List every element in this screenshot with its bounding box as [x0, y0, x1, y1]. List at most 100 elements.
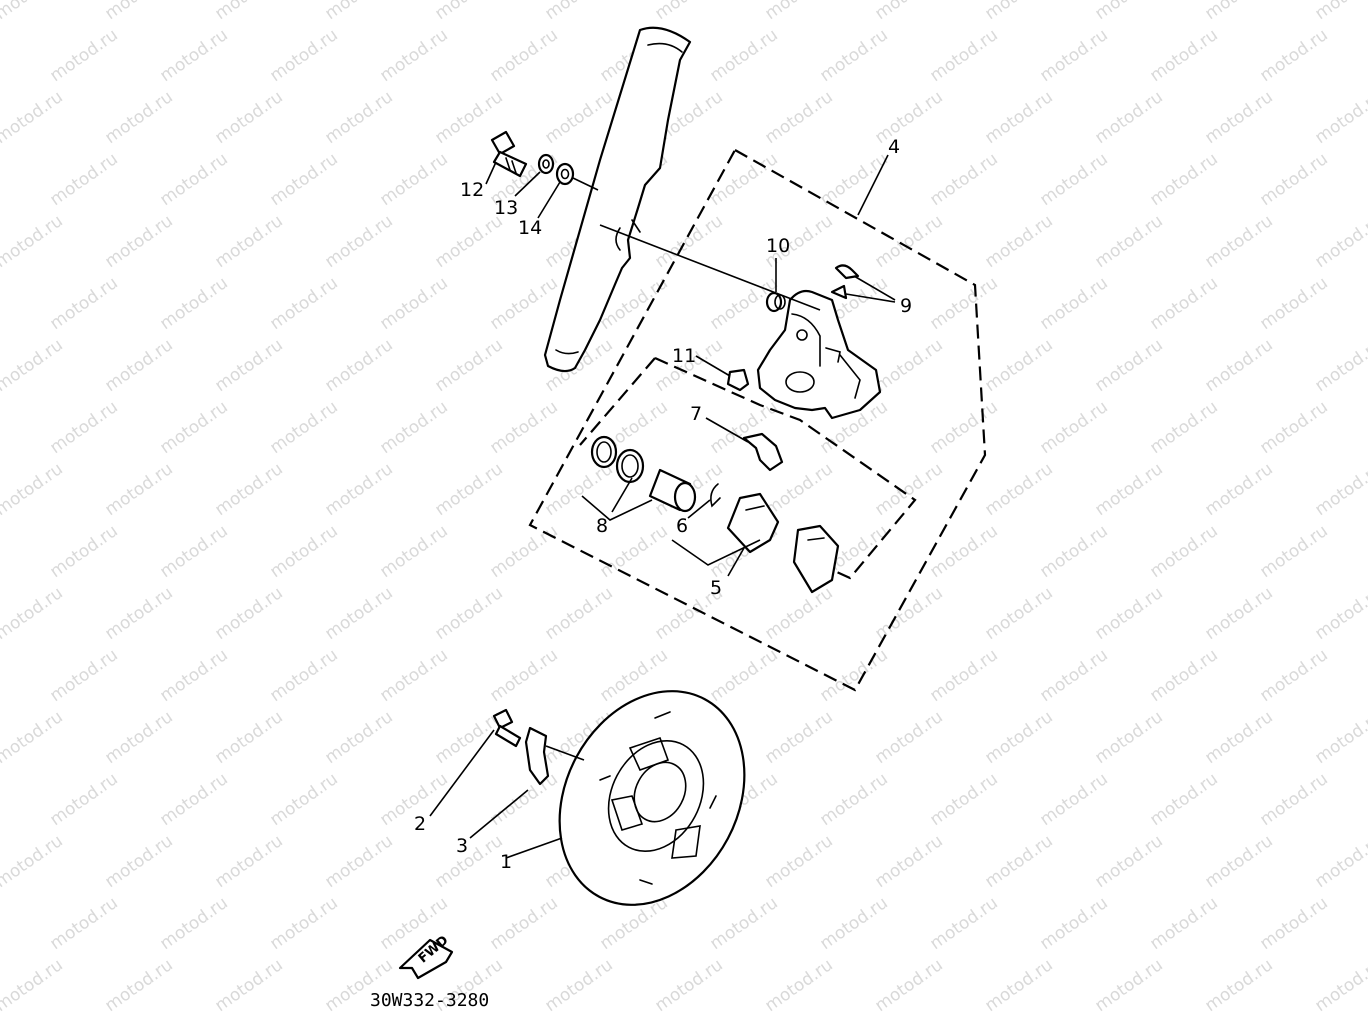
watermark-text: motod.ru — [981, 583, 1056, 644]
callout-12: 12 — [460, 179, 484, 201]
watermark-text: motod.ru — [101, 0, 176, 24]
watermark-text: motod.ru — [1311, 707, 1368, 768]
watermark-text: motod.ru — [211, 335, 286, 396]
watermark-text: motod.ru — [871, 335, 946, 396]
watermark-text: motod.ru — [0, 0, 67, 24]
watermark-text: motod.ru — [761, 0, 836, 24]
watermark-text: motod.ru — [1091, 335, 1166, 396]
watermark-text: motod.ru — [1036, 25, 1111, 86]
watermark-text: motod.ru — [871, 831, 946, 892]
watermark-text: motod.ru — [981, 955, 1056, 1016]
watermark-text: motod.ru — [156, 149, 231, 210]
leader-lines — [429, 154, 896, 859]
watermark-text: motod.ru — [266, 521, 341, 582]
watermark-text: motod.ru — [156, 25, 231, 86]
watermark-text: motod.ru — [376, 25, 451, 86]
callout-13: 13 — [494, 197, 518, 219]
watermark-text: motod.ru — [1146, 273, 1221, 334]
washer-13 — [537, 153, 555, 175]
watermark-text: motod.ru — [981, 335, 1056, 396]
watermark-text: motod.ru — [1256, 521, 1331, 582]
caliper-body — [756, 289, 882, 420]
watermark-text: motod.ru — [101, 335, 176, 396]
bleed-screw-9 — [830, 264, 860, 300]
pad-spring-7 — [742, 432, 784, 472]
watermark-text: motod.ru — [486, 521, 561, 582]
watermark-text: motod.ru — [926, 149, 1001, 210]
watermark-text: motod.ru — [1311, 87, 1368, 148]
watermark-text: motod.ru — [1146, 149, 1221, 210]
watermark-text: motod.ru — [266, 397, 341, 458]
watermark-text: motod.ru — [1256, 397, 1331, 458]
watermark-text: motod.ru — [1311, 831, 1368, 892]
watermark-text: motod.ru — [431, 335, 506, 396]
watermark-text: motod.ru — [1091, 211, 1166, 272]
washer-14 — [555, 162, 575, 186]
watermark-text: motod.ru — [926, 273, 1001, 334]
watermark-text: motod.ru — [981, 211, 1056, 272]
caliper-assembly-boundary — [528, 148, 987, 692]
watermark-text: motod.ru — [431, 459, 506, 520]
callout-7: 7 — [690, 403, 702, 425]
watermark-text: motod.ru — [926, 769, 1001, 830]
watermark-text: motod.ru — [981, 459, 1056, 520]
watermark-text: motod.ru — [211, 87, 286, 148]
watermark-text: motod.ru — [431, 0, 506, 24]
watermark-text: motod.ru — [431, 831, 506, 892]
callout-11: 11 — [672, 345, 696, 367]
watermark-text: motod.ru — [46, 769, 121, 830]
watermark-text: motod.ru — [321, 459, 396, 520]
watermark-text: motod.ru — [706, 893, 781, 954]
watermark-text: motod.ru — [46, 149, 121, 210]
callout-6: 6 — [676, 515, 688, 537]
watermark-text: motod.ru — [871, 583, 946, 644]
watermark-text: motod.ru — [1036, 521, 1111, 582]
watermark-text: motod.ru — [761, 707, 836, 768]
watermark-text: motod.ru — [211, 0, 286, 24]
watermark-text: motod.ru — [1311, 459, 1368, 520]
watermark-text: motod.ru — [1091, 0, 1166, 24]
watermark-text: motod.ru — [981, 87, 1056, 148]
watermark-text: motod.ru — [1201, 583, 1276, 644]
watermark-text: motod.ru — [156, 769, 231, 830]
watermark-text: motod.ru — [816, 25, 891, 86]
fork-tube — [543, 26, 692, 373]
watermark-text: motod.ru — [1256, 273, 1331, 334]
watermark-text: motod.ru — [0, 955, 67, 1016]
watermark-text: motod.ru — [981, 0, 1056, 24]
watermark-text: motod.ru — [486, 893, 561, 954]
watermark-text: motod.ru — [926, 25, 1001, 86]
watermark-text: motod.ru — [156, 273, 231, 334]
watermark-text: motod.ru — [871, 459, 946, 520]
watermark-text: motod.ru — [376, 645, 451, 706]
watermark-text: motod.ru — [0, 459, 67, 520]
watermark-text: motod.ru — [1201, 335, 1276, 396]
watermark-text: motod.ru — [1256, 769, 1331, 830]
watermark-text: motod.ru — [1201, 831, 1276, 892]
brake-pad-5 — [726, 492, 840, 594]
callout-3: 3 — [456, 835, 468, 857]
watermark-text: motod.ru — [1091, 459, 1166, 520]
watermark-text: motod.ru — [0, 583, 67, 644]
watermark-text: motod.ru — [376, 149, 451, 210]
watermark-text: motod.ru — [1091, 955, 1166, 1016]
watermark-text: motod.ru — [266, 769, 341, 830]
watermark-text: motod.ru — [541, 459, 616, 520]
watermark-text: motod.ru — [321, 335, 396, 396]
watermark-text: motod.ru — [486, 273, 561, 334]
watermark-text: motod.ru — [101, 87, 176, 148]
callout-4: 4 — [888, 136, 900, 158]
watermark-text: motod.ru — [871, 955, 946, 1016]
callout-10: 10 — [766, 235, 790, 257]
watermark-text: motod.ru — [46, 25, 121, 86]
watermark-text: motod.ru — [926, 645, 1001, 706]
lock-plate-3 — [524, 726, 550, 786]
watermark-text: motod.ru — [761, 583, 836, 644]
watermark-text: motod.ru — [926, 521, 1001, 582]
watermark-text: motod.ru — [1146, 645, 1221, 706]
watermark-text: motod.ru — [1036, 893, 1111, 954]
watermark-text: motod.ru — [211, 583, 286, 644]
watermark-text: motod.ru — [1256, 149, 1331, 210]
watermark-text: motod.ru — [651, 0, 726, 24]
